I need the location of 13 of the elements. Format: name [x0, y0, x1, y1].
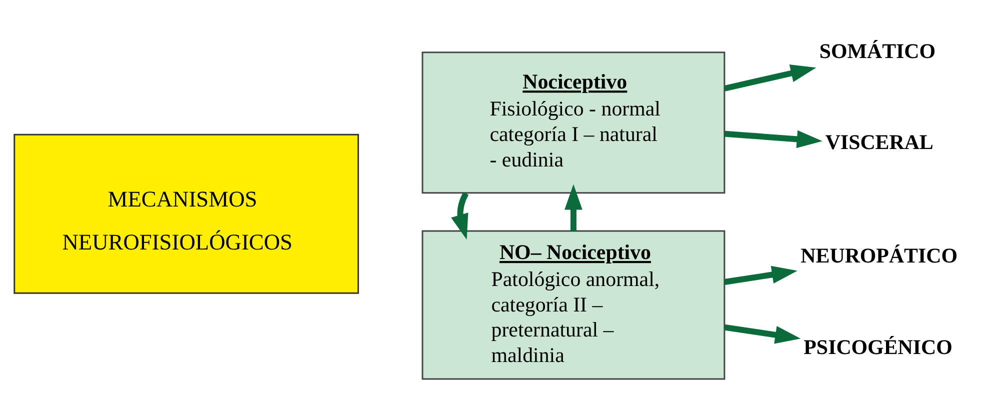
arrow — [724, 64, 816, 91]
arrow — [724, 265, 798, 284]
arrow — [724, 324, 801, 344]
node-box: Nociceptivo Fisiológico - normal categoría I – natural - eudinia — [422, 51, 726, 194]
node-box: NO– Nociceptivo Patológico anormal, categoría II – preternatural – maldinia — [422, 230, 726, 380]
node-text: NEUROPÁTICO — [800, 243, 958, 268]
node-text: VISCERAL — [825, 130, 934, 154]
arrow — [451, 191, 469, 240]
node-text: SOMÁTICO — [819, 38, 936, 62]
node-text: PSICOGÉNICO — [804, 334, 952, 358]
arrow — [564, 184, 582, 230]
arrow — [724, 130, 822, 148]
node-box: MECANISMOS NEUROFISIOLÓGICOS — [14, 133, 359, 294]
